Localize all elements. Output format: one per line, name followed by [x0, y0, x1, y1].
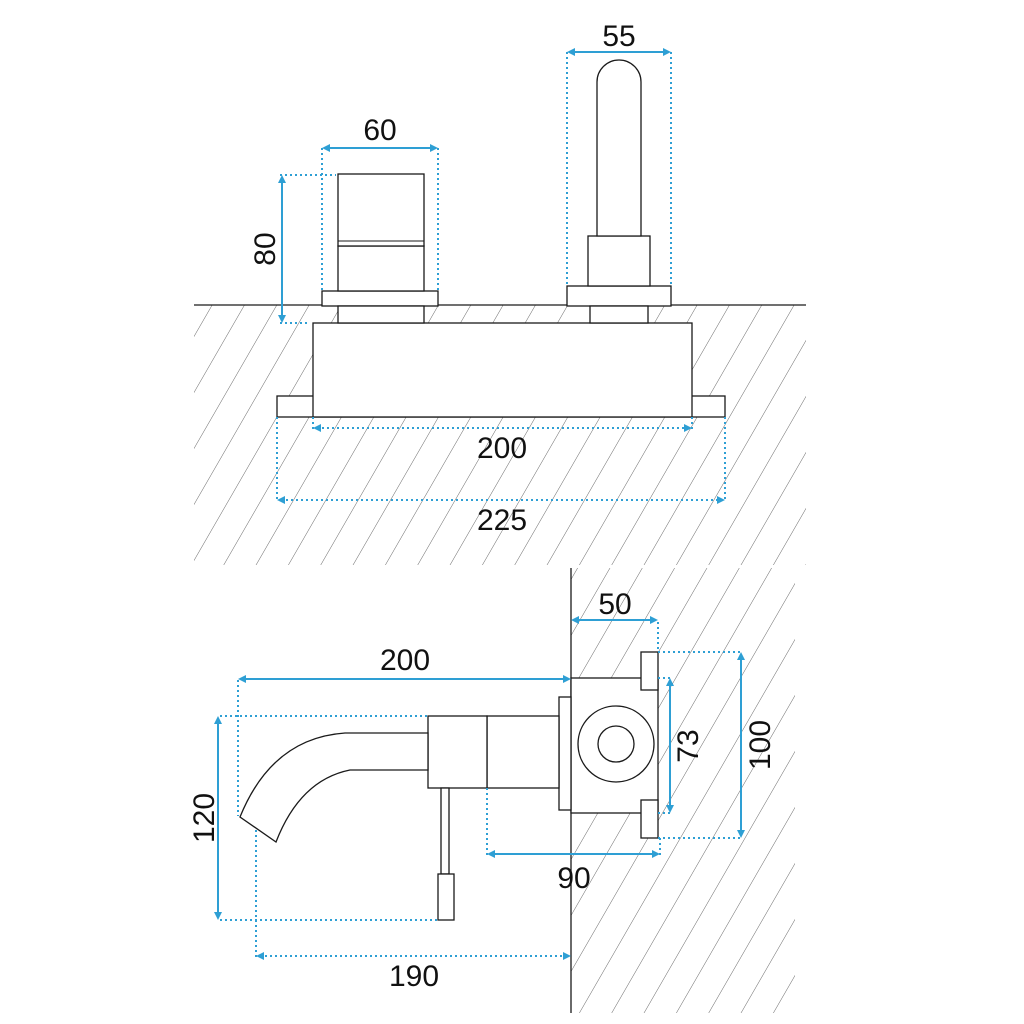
dim-label-100: 100	[744, 720, 777, 770]
dim-label-200-side: 200	[380, 644, 430, 677]
dim-spout-length: 200	[237, 644, 571, 816]
spout-flange	[566, 285, 672, 307]
handle-lower	[337, 245, 425, 292]
mixer-collar	[427, 715, 488, 789]
dim-outer-height: 100	[658, 651, 777, 839]
side-spout	[239, 732, 429, 844]
dim-handle-width: 60	[321, 114, 439, 290]
side-view: 200 50 73 100	[188, 568, 795, 1013]
lever-grip	[437, 873, 455, 921]
handle-cap	[337, 173, 425, 247]
dim-label-120: 120	[188, 793, 221, 843]
dim-handle-height: 80	[249, 174, 336, 324]
mount-bracket-top	[640, 651, 659, 691]
handle-flange	[321, 290, 439, 307]
dim-mount-depth: 50	[571, 588, 659, 652]
dim-body-depth: 90	[486, 788, 661, 895]
dim-body-width: 200	[312, 417, 693, 465]
handle-neck	[337, 305, 425, 324]
valve-body	[312, 322, 693, 418]
dim-label-200-top: 200	[477, 432, 527, 465]
dim-plate-width: 225	[276, 417, 726, 537]
spout-base	[587, 235, 651, 287]
mount-ring-inner	[597, 725, 635, 763]
mixer-body	[486, 715, 560, 789]
dim-reach: 190	[255, 830, 571, 993]
dim-label-190: 190	[389, 960, 439, 993]
spout-pipe	[596, 59, 642, 237]
spout-neck	[589, 305, 649, 324]
mount-bracket-bottom	[640, 799, 659, 839]
dim-label-80: 80	[249, 232, 282, 265]
wall-flange	[558, 696, 572, 811]
lever-rod	[440, 787, 450, 875]
dim-label-50: 50	[598, 588, 631, 621]
dim-label-60: 60	[363, 114, 396, 147]
dim-label-225: 225	[477, 504, 527, 537]
dim-inner-height: 73	[658, 677, 705, 814]
dim-label-73: 73	[672, 729, 705, 762]
top-view: 60 55 80 200	[194, 20, 806, 565]
dim-spout-width: 55	[566, 20, 672, 286]
dim-label-90: 90	[557, 862, 590, 895]
dim-label-55: 55	[602, 20, 635, 53]
